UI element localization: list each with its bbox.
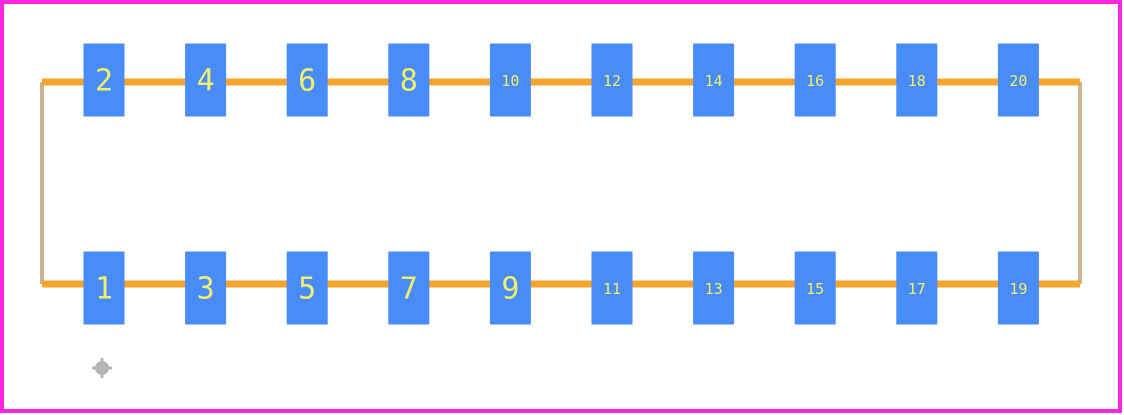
- pad-11: 11: [591, 251, 633, 325]
- pad-rect: [489, 251, 531, 325]
- pad-9: 9: [489, 251, 531, 325]
- pad-label: 10: [501, 72, 519, 90]
- pad-label: 7: [400, 272, 418, 307]
- pad-rect: [794, 251, 836, 325]
- pad-rect: [489, 43, 531, 117]
- pad-label: 12: [603, 72, 621, 90]
- pad-rect: [693, 251, 735, 325]
- pad-rect: [83, 43, 125, 117]
- pad-label: 1: [95, 272, 113, 307]
- pad-label: 11: [603, 280, 621, 298]
- pad-4: 4: [185, 43, 227, 117]
- pad-label: 16: [806, 72, 824, 90]
- pad-6: 6: [286, 43, 328, 117]
- pad-label: 4: [197, 64, 215, 99]
- pad-7: 7: [388, 251, 430, 325]
- pad-2: 2: [83, 43, 125, 117]
- pad-label: 8: [400, 64, 418, 99]
- pin1-marker-v: [100, 358, 104, 378]
- pad-13: 13: [693, 251, 735, 325]
- pad-8: 8: [388, 43, 430, 117]
- pad-label: 9: [501, 272, 519, 307]
- pad-rect: [185, 43, 227, 117]
- pad-label: 13: [705, 280, 723, 298]
- pad-rect: [896, 251, 938, 325]
- pin1-marker-icon: [92, 358, 112, 378]
- pad-label: 19: [1009, 280, 1027, 298]
- pad-3: 3: [185, 251, 227, 325]
- pad-rect: [83, 251, 125, 325]
- pad-19: 19: [997, 251, 1039, 325]
- pad-rect: [185, 251, 227, 325]
- pad-rect: [997, 43, 1039, 117]
- pad-label: 5: [298, 272, 316, 307]
- pad-rect: [896, 43, 938, 117]
- pad-label: 14: [705, 72, 723, 90]
- pad-rect: [591, 251, 633, 325]
- pad-rect: [286, 251, 328, 325]
- pad-label: 2: [95, 64, 113, 99]
- pad-rect: [286, 43, 328, 117]
- pad-5: 5: [286, 251, 328, 325]
- pad-16: 16: [794, 43, 836, 117]
- pad-rect: [997, 251, 1039, 325]
- pad-1: 1: [83, 251, 125, 325]
- pad-rect: [388, 43, 430, 117]
- pad-10: 10: [489, 43, 531, 117]
- pad-20: 20: [997, 43, 1039, 117]
- pad-rect: [693, 43, 735, 117]
- pad-18: 18: [896, 43, 938, 117]
- pad-label: 15: [806, 280, 824, 298]
- pad-group-top: 2 4 6 8 10 12 14 16 18 20: [83, 43, 1039, 117]
- pad-rect: [794, 43, 836, 117]
- pad-rect: [591, 43, 633, 117]
- pad-label: 18: [908, 72, 926, 90]
- pad-label: 17: [908, 280, 926, 298]
- pad-17: 17: [896, 251, 938, 325]
- pad-14: 14: [693, 43, 735, 117]
- pad-12: 12: [591, 43, 633, 117]
- pad-label: 3: [197, 272, 215, 307]
- pad-label: 6: [298, 64, 316, 99]
- pad-rect: [388, 251, 430, 325]
- pad-label: 20: [1009, 72, 1027, 90]
- pad-15: 15: [794, 251, 836, 325]
